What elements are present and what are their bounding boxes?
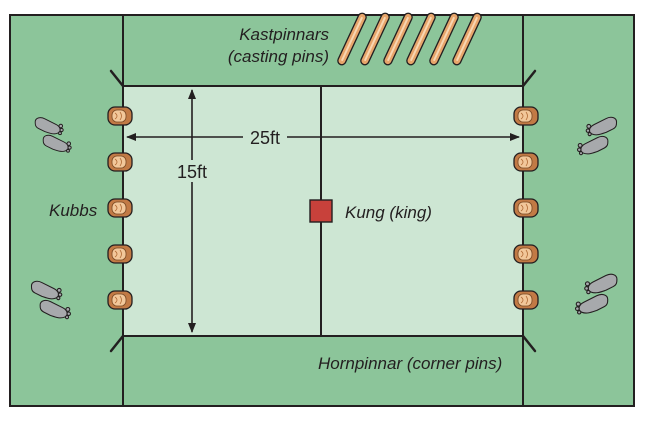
corner-pins-label: Hornpinnar (corner pins) bbox=[318, 354, 502, 373]
corner-pin-top-left bbox=[109, 69, 125, 88]
kubb bbox=[107, 244, 133, 264]
kubb bbox=[513, 106, 539, 126]
kubb bbox=[107, 106, 133, 126]
king-label: Kung (king) bbox=[345, 203, 432, 222]
casting-pins-label-line1: Kastpinnars bbox=[239, 25, 329, 44]
kubb bbox=[513, 290, 539, 310]
corner-pins bbox=[109, 69, 537, 353]
width-dimension-label: 25ft bbox=[250, 128, 280, 148]
casting-pins-label-line2: (casting pins) bbox=[228, 47, 329, 66]
kubb bbox=[513, 198, 539, 218]
corner-pin-bottom-right bbox=[521, 334, 537, 353]
length-label-bg bbox=[172, 160, 212, 182]
length-dimension-label: 15ft bbox=[177, 162, 207, 182]
kubb bbox=[107, 290, 133, 310]
kubb bbox=[513, 152, 539, 172]
kubb bbox=[107, 198, 133, 218]
kubb bbox=[107, 152, 133, 172]
kubbs-label: Kubbs bbox=[49, 201, 98, 220]
corner-pin-top-right bbox=[521, 69, 537, 88]
kubb bbox=[513, 244, 539, 264]
king-block bbox=[309, 199, 333, 223]
width-label-bg bbox=[243, 126, 287, 148]
corner-pin-bottom-left bbox=[109, 334, 125, 353]
